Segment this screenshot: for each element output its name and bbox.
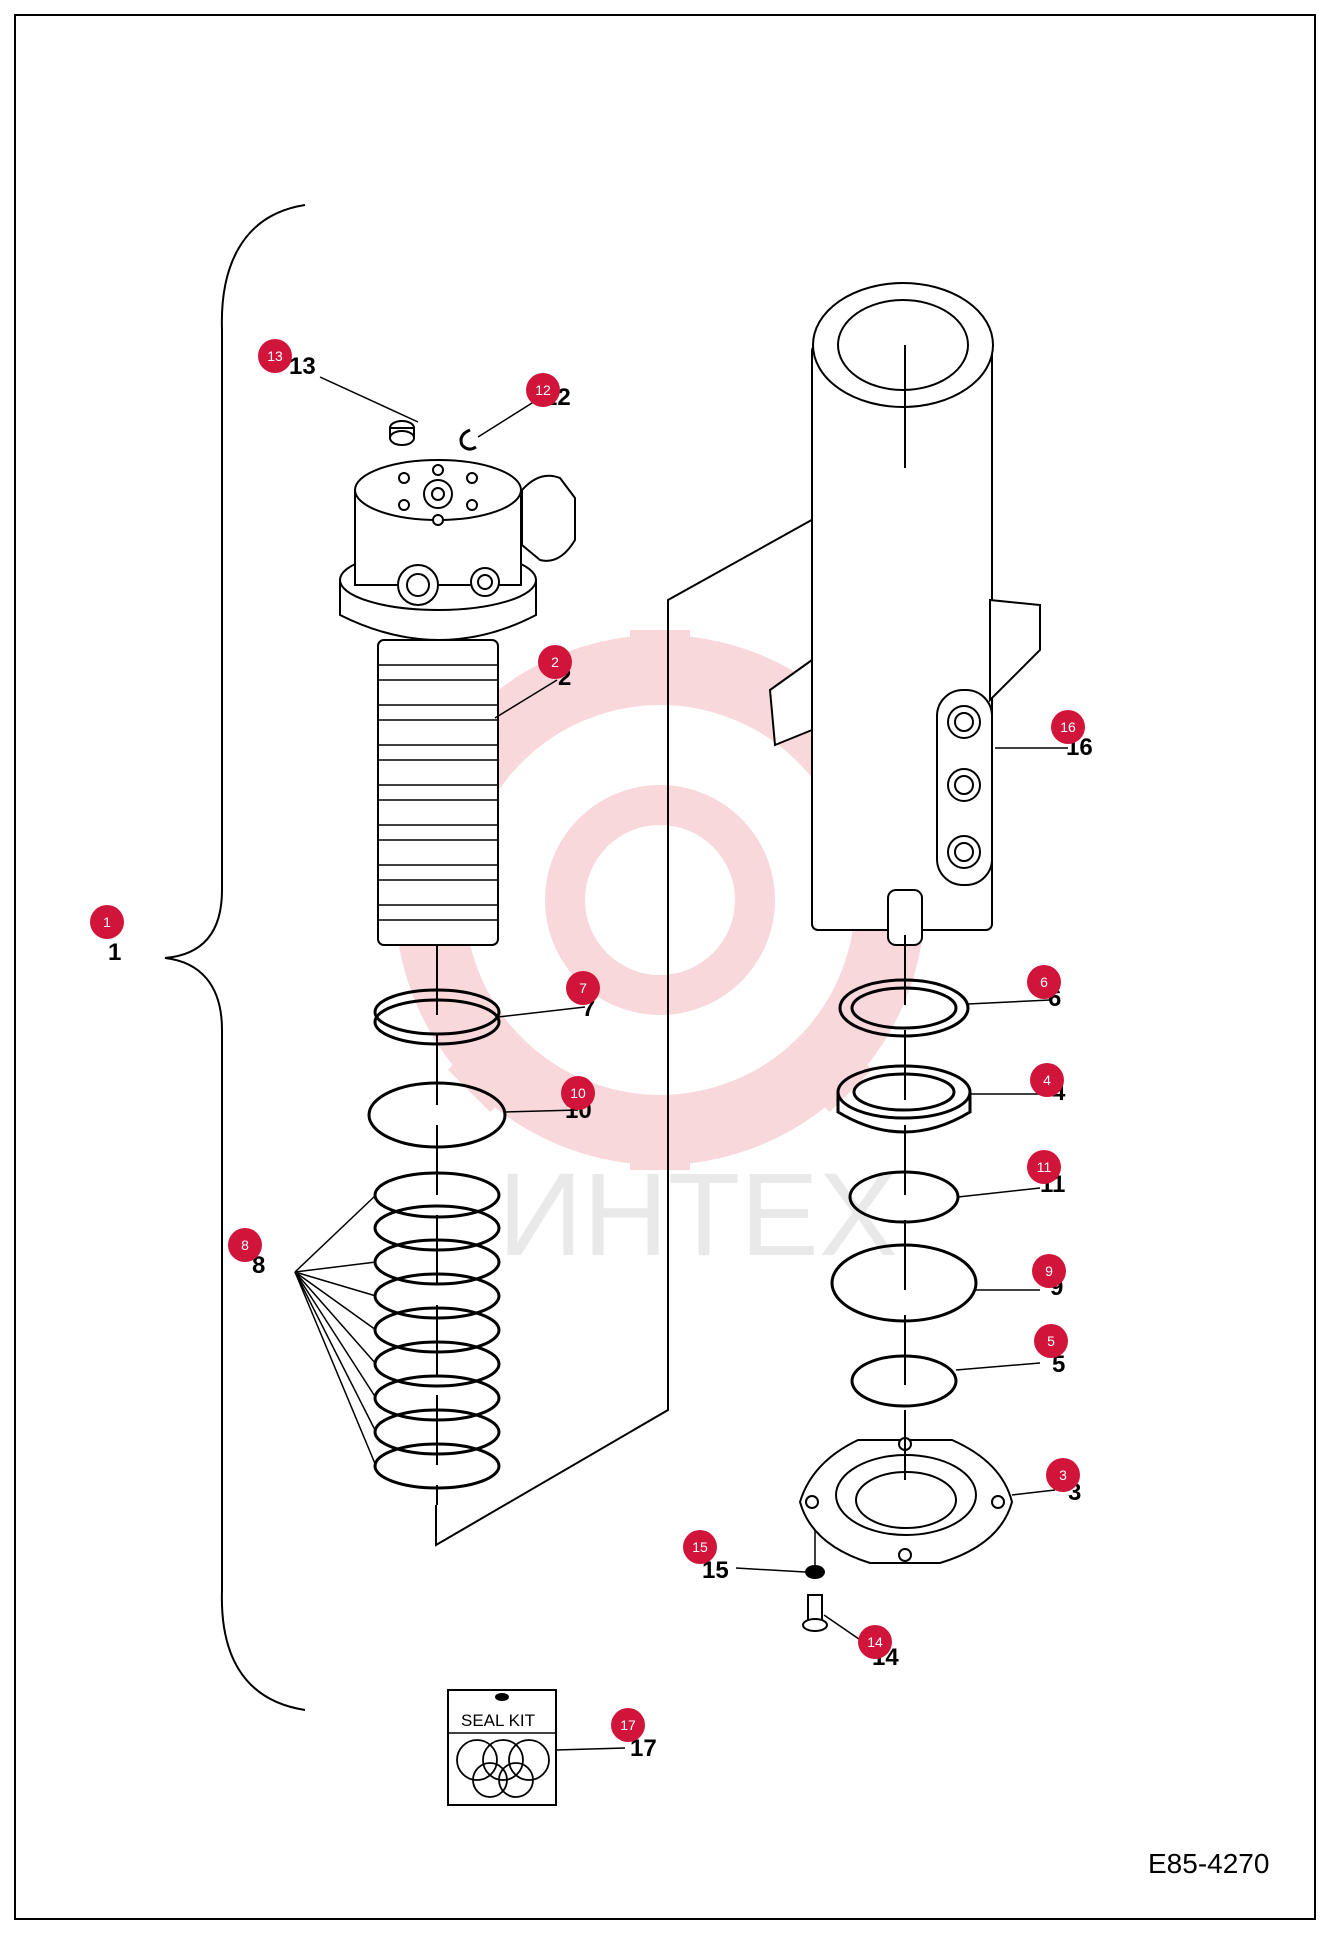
- callout-badge-14[interactable]: 14: [858, 1625, 892, 1659]
- part-number-8: 8: [252, 1252, 265, 1279]
- callout-badge-6[interactable]: 6: [1027, 965, 1061, 999]
- badge-number: 4: [1043, 1072, 1051, 1088]
- badge-number: 8: [241, 1237, 249, 1253]
- badge-circle[interactable]: [1032, 1254, 1066, 1288]
- callout-badge-7[interactable]: 7: [566, 971, 600, 1005]
- callout-badge-5[interactable]: 5: [1034, 1324, 1068, 1358]
- badge-circle[interactable]: [858, 1625, 892, 1659]
- callout-badge-10[interactable]: 10: [561, 1076, 595, 1110]
- badge-circle[interactable]: [538, 645, 572, 679]
- badge-circle[interactable]: [611, 1708, 645, 1742]
- assembly-brace: [164, 204, 306, 1711]
- badge-number: 15: [692, 1539, 708, 1555]
- plug-13: [389, 420, 415, 446]
- callout-badge-3[interactable]: 3: [1046, 1458, 1080, 1492]
- part-number-5: 5: [1052, 1351, 1065, 1378]
- badge-number: 11: [1037, 1159, 1052, 1175]
- cover-3: [798, 1437, 1014, 1564]
- badge-circle[interactable]: [1027, 965, 1061, 999]
- badge-number: 1: [103, 914, 111, 930]
- callout-layer: 1122334455667788991010111112121313141415…: [90, 339, 1093, 1762]
- drawing-code: E85-4270: [1148, 1848, 1269, 1879]
- callout-badge-15[interactable]: 15: [683, 1530, 717, 1564]
- badge-number: 2: [551, 654, 559, 670]
- badge-number: 13: [267, 348, 283, 364]
- watermark-text: ИНТЕХ: [498, 1149, 898, 1281]
- bolt-14: [802, 1594, 828, 1632]
- badge-circle[interactable]: [526, 373, 560, 407]
- badge-circle[interactable]: [566, 971, 600, 1005]
- badge-number: 5: [1047, 1333, 1055, 1349]
- badge-circle[interactable]: [1034, 1324, 1068, 1358]
- callout-badge-2[interactable]: 2: [538, 645, 572, 679]
- badge-circle[interactable]: [258, 339, 292, 373]
- part-number-1: 1: [108, 939, 121, 966]
- badge-number: 9: [1045, 1263, 1053, 1279]
- badge-number: 16: [1060, 719, 1076, 735]
- badge-number: 7: [579, 980, 587, 996]
- callout-badge-8[interactable]: 8: [228, 1228, 262, 1262]
- washer-15: [805, 1565, 825, 1579]
- badge-circle[interactable]: [1027, 1150, 1061, 1184]
- callout-badge-13[interactable]: 13: [258, 339, 292, 373]
- seal-kit-box: [447, 1689, 557, 1806]
- badge-circle[interactable]: [228, 1228, 262, 1262]
- clip-12: [459, 428, 477, 451]
- badge-number: 6: [1040, 974, 1048, 990]
- badge-number: 10: [570, 1085, 586, 1101]
- badge-number: 14: [867, 1634, 883, 1650]
- part-number-13: 13: [289, 353, 316, 380]
- seal-kit-label: SEAL KIT: [461, 1711, 535, 1730]
- badge-circle[interactable]: [561, 1076, 595, 1110]
- callout-badge-1[interactable]: 1: [90, 905, 124, 939]
- callout-badge-4[interactable]: 4: [1030, 1063, 1064, 1097]
- badge-circle[interactable]: [90, 905, 124, 939]
- badge-circle[interactable]: [1046, 1458, 1080, 1492]
- rotor-shaft: [339, 459, 576, 946]
- badge-circle[interactable]: [1030, 1063, 1064, 1097]
- swivel-housing: [768, 282, 1041, 946]
- leader-lines-8: [294, 1194, 377, 1467]
- callout-badge-11[interactable]: 11: [1027, 1150, 1061, 1184]
- group-boundary-line: [435, 467, 906, 1547]
- badge-circle[interactable]: [1051, 710, 1085, 744]
- callout-badge-17[interactable]: 17: [611, 1708, 645, 1742]
- callout-badge-16[interactable]: 16: [1051, 710, 1085, 744]
- callout-badge-9[interactable]: 9: [1032, 1254, 1066, 1288]
- callout-badge-12[interactable]: 12: [526, 373, 560, 407]
- badge-number: 17: [620, 1717, 636, 1733]
- badge-circle[interactable]: [683, 1530, 717, 1564]
- badge-number: 12: [535, 382, 551, 398]
- drawing-frame: [14, 14, 1316, 1920]
- badge-number: 3: [1059, 1467, 1067, 1483]
- callout-leaders: [319, 376, 1068, 1751]
